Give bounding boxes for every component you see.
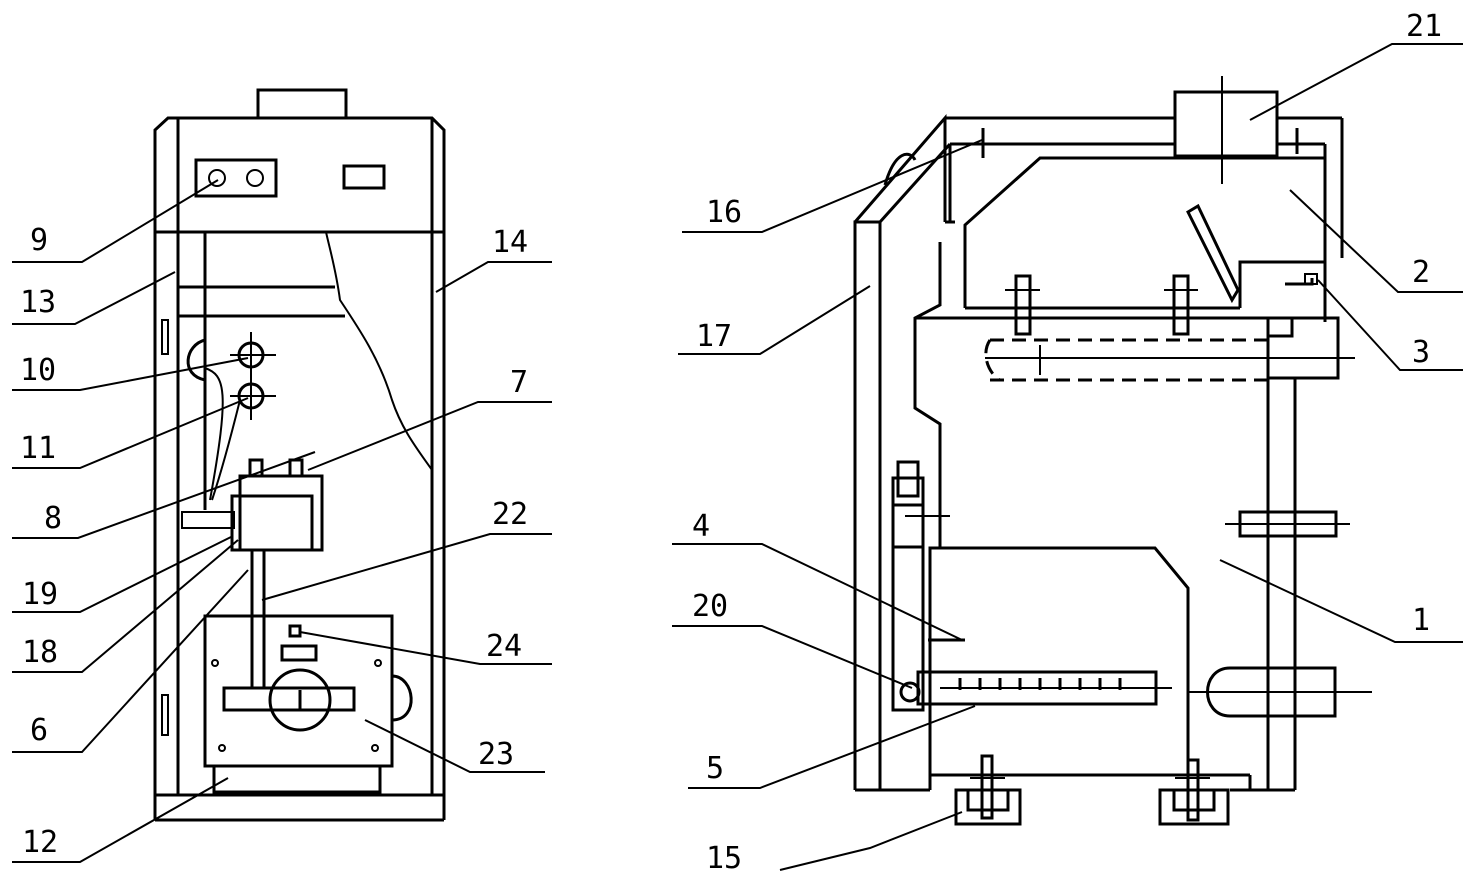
- label-5: 5: [706, 751, 724, 786]
- label-24: 24: [486, 629, 522, 664]
- label-17: 17: [696, 319, 732, 354]
- label-9: 9: [30, 223, 48, 258]
- label-15: 15: [706, 841, 742, 874]
- label-13: 13: [20, 285, 56, 320]
- label-4: 4: [692, 509, 710, 544]
- burner-nozzles: [958, 678, 1122, 690]
- label-19: 19: [22, 577, 58, 612]
- label-16: 16: [706, 195, 742, 230]
- label-22: 22: [492, 497, 528, 532]
- label-11: 11: [20, 431, 56, 466]
- label-18: 18: [22, 635, 58, 670]
- label-20: 20: [692, 589, 728, 624]
- label-6: 6: [30, 713, 48, 748]
- label-23: 23: [478, 737, 514, 772]
- label-12: 12: [22, 825, 58, 860]
- label-10: 10: [20, 353, 56, 388]
- front-view: [153, 88, 446, 822]
- label-2: 2: [1412, 255, 1430, 290]
- side-view: [853, 76, 1372, 826]
- right-leader-lines: [672, 43, 1463, 871]
- label-8: 8: [44, 501, 62, 536]
- label-14: 14: [492, 225, 528, 260]
- label-3: 3: [1412, 335, 1430, 370]
- part-labels: 9 13 10 11 8 19 18 6 12 14 7 22 24 23 16…: [20, 9, 1442, 874]
- left-leader-lines: [12, 179, 552, 863]
- label-7: 7: [510, 365, 528, 400]
- label-1: 1: [1412, 603, 1430, 638]
- label-21: 21: [1406, 9, 1442, 44]
